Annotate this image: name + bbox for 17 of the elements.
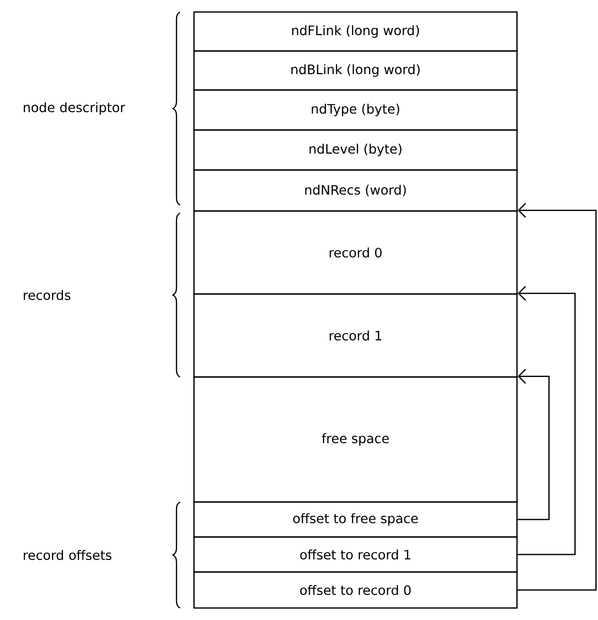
field-box: offset to record 0	[193, 571, 518, 609]
field-box: offset to record 1	[193, 536, 518, 573]
field-box: ndNRecs (word)	[193, 169, 518, 212]
field-box: ndType (byte)	[193, 89, 518, 131]
group-label: record offsets	[24, 550, 112, 560]
field-box: record 1	[193, 293, 518, 378]
field-box: ndLevel (byte)	[193, 129, 518, 171]
field-box: offset to free space	[193, 501, 518, 538]
arrow	[518, 202, 597, 591]
arrow	[518, 368, 550, 520]
field-box: ndFLink (long word)	[193, 11, 518, 52]
arrow	[518, 286, 576, 556]
group-label: node descriptor	[24, 102, 126, 115]
field-box: free space	[193, 376, 518, 503]
field-box: record 0	[193, 210, 518, 295]
group-label: records	[24, 290, 70, 300]
field-box: ndBLink (long word)	[193, 50, 518, 91]
